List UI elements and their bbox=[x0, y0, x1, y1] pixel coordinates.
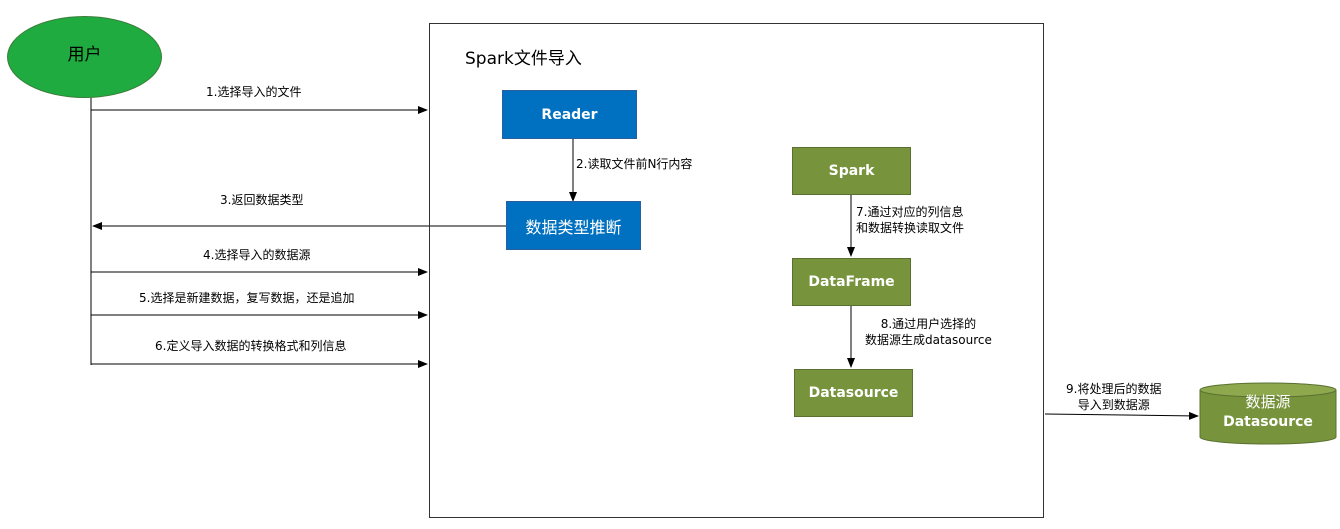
reader-box: Reader bbox=[502, 90, 637, 139]
datasource-label: Datasource bbox=[808, 385, 899, 401]
edge-label-9-line2: 导入到数据源 bbox=[1077, 398, 1150, 412]
edge-label-8: 8.通过用户选择的 数据源生成datasource bbox=[865, 316, 992, 348]
datasource-box: Datasource bbox=[794, 369, 913, 417]
datasource-cylinder bbox=[1199, 382, 1337, 445]
edge-label-2: 2.读取文件前N行内容 bbox=[576, 157, 693, 171]
edge-label-6: 6.定义导入数据的转换格式和列信息 bbox=[155, 339, 347, 353]
spark-import-frame bbox=[429, 23, 1044, 518]
edge-label-9: 9.将处理后的数据 导入到数据源 bbox=[1066, 381, 1161, 413]
dataframe-box: DataFrame bbox=[792, 258, 911, 306]
database-label: 数据源 Datasource bbox=[1200, 392, 1336, 432]
edge-label-5: 5.选择是新建数据，复写数据，还是追加 bbox=[139, 291, 355, 305]
edge-label-3: 3.返回数据类型 bbox=[220, 193, 304, 207]
edge-label-8-line1: 8.通过用户选择的 bbox=[880, 317, 977, 331]
frame-title: Spark文件导入 bbox=[465, 49, 582, 69]
database-label-line2: Datasource bbox=[1223, 414, 1313, 430]
reader-label: Reader bbox=[541, 106, 598, 123]
edge-label-9-line1: 9.将处理后的数据 bbox=[1066, 382, 1162, 396]
edge-label-7-line2: 和数据转换读取文件 bbox=[856, 221, 965, 235]
edge-label-1: 1.选择导入的文件 bbox=[206, 85, 302, 99]
user-label: 用户 bbox=[67, 44, 102, 65]
type-inference-box: 数据类型推断 bbox=[506, 201, 641, 250]
type-inference-label: 数据类型推断 bbox=[525, 217, 622, 237]
edge-label-7-line1: 7.通过对应的列信息 bbox=[856, 205, 964, 219]
dataframe-label: DataFrame bbox=[808, 274, 895, 290]
user-node: 用户 bbox=[7, 16, 162, 98]
edge-label-7: 7.通过对应的列信息 和数据转换读取文件 bbox=[856, 204, 964, 236]
database-label-line1: 数据源 bbox=[1245, 393, 1291, 411]
spark-box: Spark bbox=[792, 147, 911, 195]
edge-label-4: 4.选择导入的数据源 bbox=[203, 248, 311, 262]
spark-label: Spark bbox=[828, 163, 875, 179]
edge-label-8-line2: 数据源生成datasource bbox=[865, 333, 992, 347]
arrow-9 bbox=[1044, 411, 1199, 420]
